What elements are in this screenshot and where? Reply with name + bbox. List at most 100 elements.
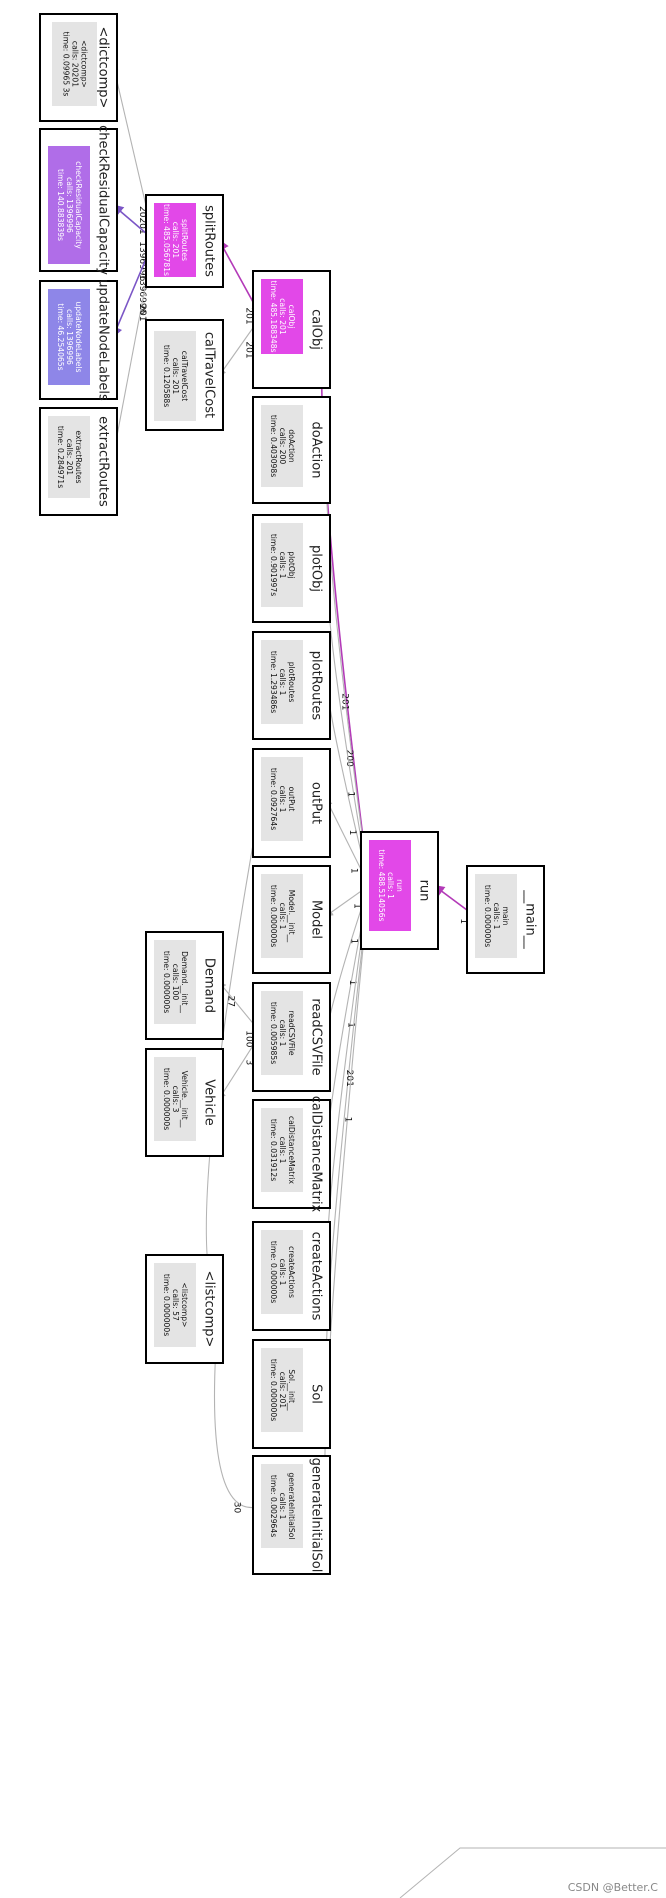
node-checkResidualCapacity-title: checkResidualCapacity: [96, 125, 111, 275]
node-readCSVFile-line-2: time: 0.005985s: [269, 1002, 278, 1064]
watermark-text: CSDN @Better.C: [567, 1881, 658, 1894]
node-readCSVFile-card: [261, 991, 303, 1075]
edge-label-main-to-run: 1: [458, 918, 468, 924]
edge-label-run-to-Model: 1: [351, 903, 361, 909]
node-extractRoutes-line-2: time: 0.284971s: [56, 426, 65, 488]
node-plotObj-title: plotObj: [309, 545, 324, 592]
node-dictcomp-title: <dictcomp>: [96, 27, 111, 109]
node-calObj-title: calObj: [309, 309, 324, 350]
node-listcomp-card: [154, 1263, 196, 1347]
node-splitRoutes-line-2: time: 485.056781s: [162, 204, 171, 276]
edge-label-splitRoutes-to-dictcomp: 20201: [137, 206, 147, 235]
node-plotRoutes-line-0: plotRoutes: [287, 662, 296, 703]
node-calDistanceMatrix-line-2: time: 0.031912s: [269, 1119, 278, 1181]
node-updateNodeLabels-line-0: updateNodeLabels: [74, 301, 83, 372]
node-readCSVFile-line-1: calls: 1: [278, 1020, 287, 1047]
node-Vehicle-line-2: time: 0.000000s: [162, 1068, 171, 1130]
edge-label-generateInitialSol-to-listcomp: 30: [232, 1502, 242, 1514]
node-calObj-line-1: calls: 201: [278, 298, 287, 335]
node-main-line-0: main: [501, 907, 510, 926]
node-createActions-line-1: calls: 1: [278, 1259, 287, 1286]
node-dictcomp-line-1: calls: 20201: [71, 41, 80, 87]
node-Vehicle-line-1: calls: 3: [171, 1086, 180, 1113]
node-outPut-card: [261, 757, 303, 841]
edge-label-run-to-plotObj: 1: [345, 791, 355, 797]
node-calObj-line-2: time: 485.188348s: [269, 281, 278, 353]
node-main-card: [475, 874, 517, 958]
node-splitRoutes-line-0: splitRoutes: [180, 219, 189, 261]
node-createActions-line-0: createActions: [287, 1246, 296, 1298]
node-calTravelCost-title: calTravelCost: [202, 332, 217, 418]
node-splitRoutes-title: splitRoutes: [202, 205, 217, 277]
node-Vehicle-card: [154, 1057, 196, 1141]
node-updateNodeLabels-line-2: time: 46.254065s: [56, 303, 65, 370]
node-checkResidualCapacity-line-1: calls: 1396996: [65, 177, 74, 233]
node-plotObj-line-2: time: 0.901997s: [269, 534, 278, 596]
edge-label-run-to-generateInitialSol: 1: [342, 1117, 352, 1123]
node-Demand-title: Demand: [202, 958, 217, 1013]
edge-label-splitRoutes-to-checkResidualCapacity: 1396996: [137, 241, 147, 281]
node-main-line-1: calls: 1: [492, 903, 501, 930]
node-Model-line-1: calls: 1: [278, 903, 287, 930]
node-generateInitialSol-line-1: calls: 1: [278, 1493, 287, 1520]
node-dictcomp-card: [52, 22, 97, 106]
node-updateNodeLabels-title: updateNodeLabels: [96, 279, 111, 401]
edge-label-run-to-outPut: 1: [348, 868, 358, 874]
node-listcomp-line-2: time: 0.000000s: [162, 1274, 171, 1336]
node-plotRoutes-line-2: time: 1.293486s: [269, 651, 278, 713]
node-doAction-line-0: doAction: [287, 429, 296, 462]
node-Sol-line-2: time: 0.000000s: [269, 1359, 278, 1421]
node-readCSVFile-line-0: readCSVFile: [287, 1010, 296, 1055]
node-outPut-line-2: time: 0.092764s: [269, 768, 278, 830]
node-Demand-line-2: time: 0.000000s: [162, 951, 171, 1013]
node-Sol-title: Sol: [309, 1384, 324, 1404]
node-createActions-line-2: time: 0.000000s: [269, 1241, 278, 1303]
node-plotObj-line-1: calls: 1: [278, 552, 287, 579]
edge-run-to-doAction: [321, 445, 370, 886]
node-generateInitialSol-line-2: time: 0.002964s: [269, 1475, 278, 1537]
node-calTravelCost-card: [154, 331, 196, 421]
edge-label-readCSVFile-to-Demand: 100: [244, 1030, 254, 1047]
node-calDistanceMatrix[interactable]: calDistanceMatrixcalDistanceMatrixcalls:…: [252, 1096, 331, 1213]
node-checkResidualCapacity-line-0: checkResidualCapacity: [74, 161, 83, 249]
node-checkResidualCapacity[interactable]: checkResidualCapacity checkResidualCapaci…: [39, 125, 118, 275]
node-plotRoutes-card: [261, 640, 303, 724]
node-run-card: [369, 840, 411, 931]
node-doAction-line-2: time: 0.403098s: [269, 415, 278, 477]
node-updateNodeLabels-line-1: calls: 1396996: [65, 309, 74, 365]
node-Vehicle-line-0: Vehicle.__init__: [180, 1071, 189, 1128]
node-listcomp-title: <listcomp>: [202, 1271, 217, 1348]
node-checkResidualCapacity-line-2: time: 140.883839s: [56, 169, 65, 241]
partial-frame-line: [399, 1847, 666, 1898]
node-generateInitialSol[interactable]: generateInitialSolgenerateInitialSolcall…: [252, 1455, 331, 1575]
node-calObj-line-0: calObj: [287, 305, 296, 329]
node-Demand-line-1: calls: 100: [171, 964, 180, 1001]
edge-label-run-to-calObj: 201: [339, 693, 349, 710]
node-extractRoutes-line-0: extractRoutes: [74, 431, 83, 484]
node-createActions-card: [261, 1230, 303, 1314]
node-outPut-line-0: outPut: [287, 787, 296, 812]
node-checkResidualCapacity-card: [48, 146, 90, 264]
node-main-line-2: time: 0.000000s: [483, 885, 492, 947]
edge-label-calObj-to-calTravelCost: 201: [244, 341, 254, 358]
